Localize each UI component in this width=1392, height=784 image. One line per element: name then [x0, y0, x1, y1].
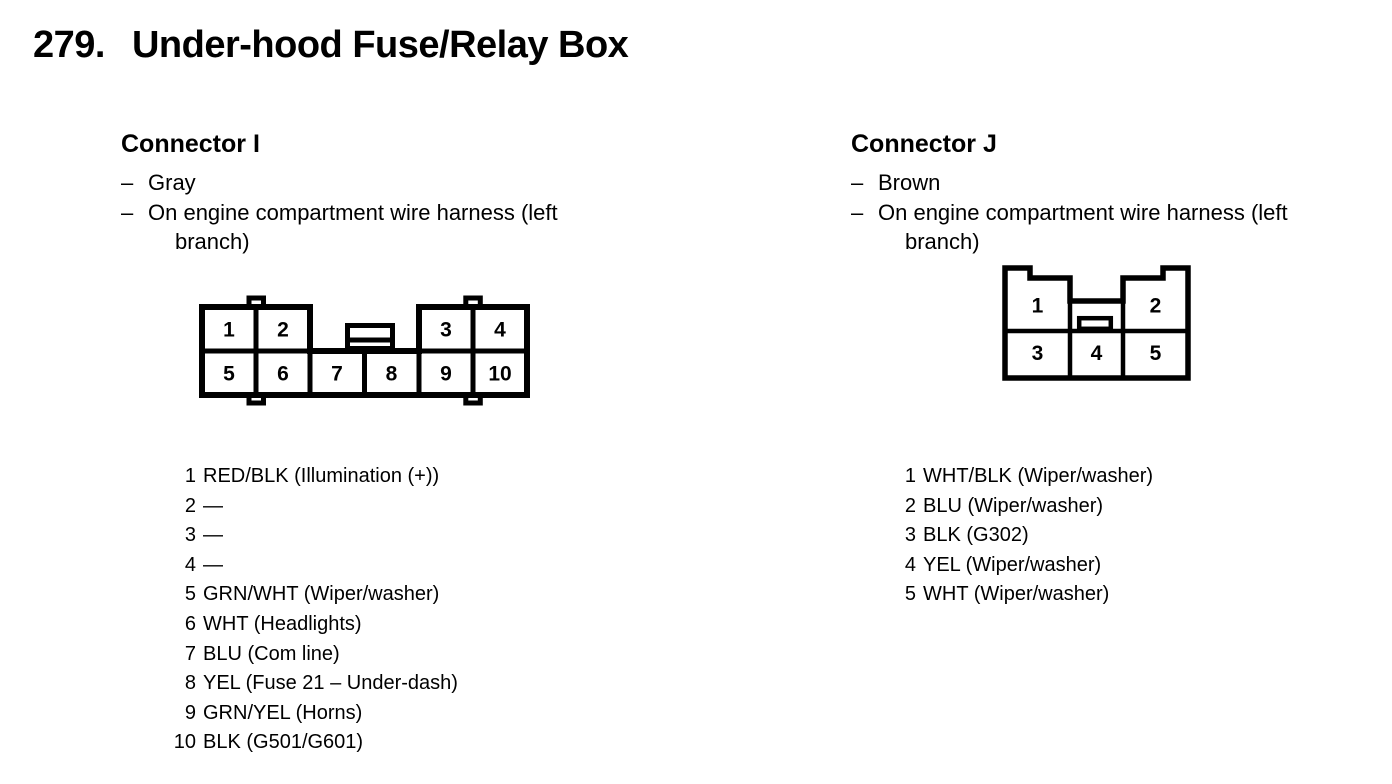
cell-number: 4 [494, 319, 506, 342]
pin-number: 8 [184, 672, 196, 695]
pin-row: 2 — [150, 492, 458, 522]
pin-description: GRN/WHT (Wiper/washer) [203, 583, 440, 606]
pin-number: 10 [173, 731, 196, 754]
note-item: –On engine compartment wire harness (lef… [121, 198, 626, 257]
note-text: On engine compartment wire harness (left… [148, 199, 558, 255]
pin-description: BLU (Com line) [203, 642, 340, 665]
connector-latch [345, 323, 395, 351]
cell-number: 10 [488, 363, 511, 386]
pin-description: YEL (Fuse 21 – Under-dash) [203, 672, 458, 695]
cell-number: 3 [1032, 342, 1044, 365]
pin-number: 2 [184, 494, 196, 517]
pin-row: 8 YEL (Fuse 21 – Under-dash) [150, 669, 458, 699]
pin-number: 4 [184, 553, 196, 576]
pin-number: 5 [184, 583, 196, 606]
connector-i-diagram: 1 2 3 4 5 6 7 8 9 10 [199, 295, 530, 406]
pin-description: RED/BLK (Illumination (+)) [203, 465, 440, 487]
pin-number: 7 [184, 642, 196, 665]
note-text: Gray [148, 170, 196, 195]
note-item: –Gray [121, 168, 626, 198]
cell-numbers: 1 2 3 4 5 6 7 8 9 10 [223, 319, 512, 386]
pin-number: 1 [904, 465, 916, 487]
pin-row: 1 RED/BLK (Illumination (+)) [150, 462, 458, 492]
note-dash: – [121, 170, 134, 195]
note-dash: – [121, 199, 134, 225]
cell-number: 4 [1091, 342, 1103, 365]
pin-description: GRN/YEL (Horns) [203, 701, 363, 724]
section-title-text: Under-hood Fuse/Relay Box [131, 24, 629, 66]
pin-description: YEL (Wiper/washer) [923, 553, 1102, 576]
pin-description: BLK (G501/G601) [203, 731, 364, 754]
cell-number: 9 [440, 363, 452, 386]
pin-number: 3 [184, 524, 196, 547]
pin-description: WHT (Wiper/washer) [923, 583, 1110, 606]
note-text: Brown [878, 170, 941, 195]
pin-row: 10 BLK (G501/G601) [150, 728, 458, 758]
pin-description: — [203, 553, 223, 576]
pin-number: 3 [904, 524, 916, 547]
pin-description: WHT/BLK (Wiper/washer) [923, 465, 1154, 487]
pin-row: 5 WHT (Wiper/washer) [880, 580, 1153, 610]
note-dash: – [851, 170, 864, 195]
pin-row: 4 — [150, 551, 458, 581]
connector-i-pin-list: 1 RED/BLK (Illumination (+)) 2 — 3 — 4 — [150, 462, 458, 758]
pin-number: 9 [184, 701, 196, 724]
pin-row: 1 WHT/BLK (Wiper/washer) [880, 462, 1153, 492]
cell-number: 5 [1150, 342, 1162, 365]
connector-j-diagram: 1 2 3 4 5 [1002, 265, 1191, 381]
connector-j-name: Connector J [851, 130, 997, 158]
pin-row: 9 GRN/YEL (Horns) [150, 699, 458, 729]
pin-description: — [203, 494, 223, 517]
pin-description: BLU (Wiper/washer) [923, 494, 1104, 517]
cell-numbers: 1 2 3 4 5 [1032, 295, 1162, 366]
pin-row: 2 BLU (Wiper/washer) [880, 492, 1153, 522]
pin-row: 3 BLK (G302) [880, 521, 1153, 551]
pin-row: 6 WHT (Headlights) [150, 610, 458, 640]
note-text: On engine compartment wire harness (left… [878, 199, 1288, 255]
pin-number: 2 [904, 494, 916, 517]
note-dash: – [851, 199, 864, 225]
pin-number: 5 [904, 583, 916, 606]
connector-j-pin-list: 1 WHT/BLK (Wiper/washer) 2 BLU (Wiper/wa… [880, 462, 1153, 610]
connector-j-notes: –Brown –On engine compartment wire harne… [851, 168, 1356, 257]
connector-i-notes: –Gray –On engine compartment wire harnes… [121, 168, 626, 257]
cell-number: 2 [1150, 295, 1162, 318]
pin-description: BLK (G302) [923, 524, 1029, 547]
pin-description: WHT (Headlights) [203, 612, 362, 635]
cell-number: 5 [223, 363, 235, 386]
connector-i-name: Connector I [121, 130, 260, 158]
section-number: 279. [33, 24, 105, 66]
cell-number: 7 [331, 363, 343, 386]
cell-number: 8 [386, 363, 398, 386]
pin-row: 5 GRN/WHT (Wiper/washer) [150, 580, 458, 610]
pin-number: 1 [184, 465, 196, 487]
page-title: 279. Under-hood Fuse/Relay Box [33, 24, 629, 67]
cell-number: 3 [440, 319, 452, 342]
cell-number: 1 [223, 319, 235, 342]
pin-row: 7 BLU (Com line) [150, 640, 458, 670]
note-item: –Brown [851, 168, 1356, 198]
cell-number: 6 [277, 363, 289, 386]
connector-latch [1076, 315, 1114, 332]
cell-number: 1 [1032, 295, 1044, 318]
cell-number: 2 [277, 319, 289, 342]
pin-description: — [203, 524, 223, 547]
note-item: –On engine compartment wire harness (lef… [851, 198, 1356, 257]
pin-number: 6 [184, 612, 196, 635]
pin-row: 4 YEL (Wiper/washer) [880, 551, 1153, 581]
pin-number: 4 [904, 553, 916, 576]
pin-row: 3 — [150, 521, 458, 551]
